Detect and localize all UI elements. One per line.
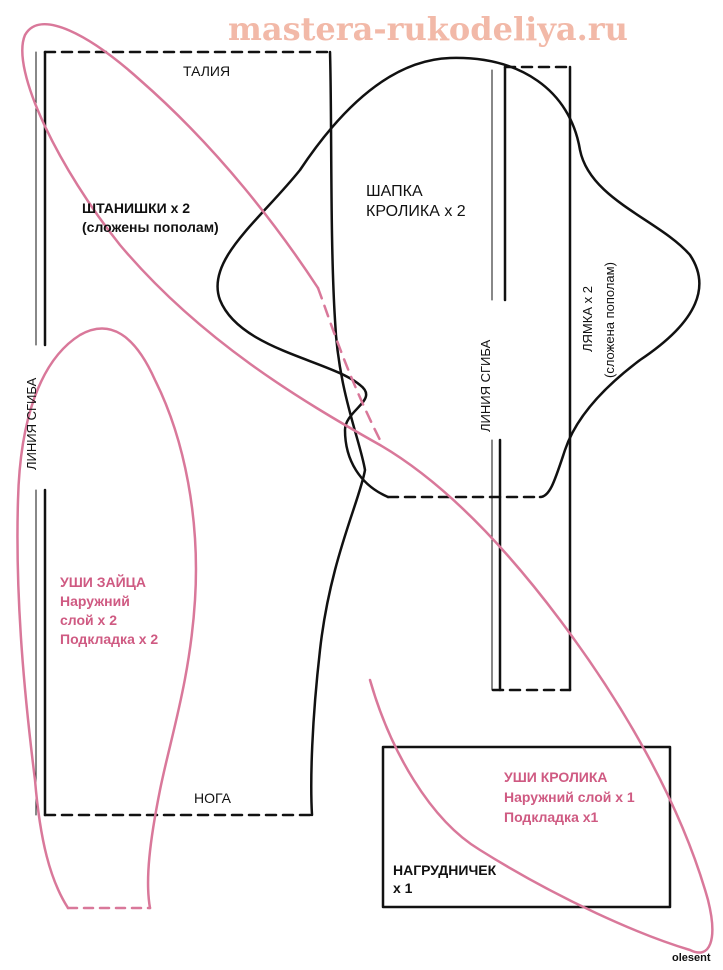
hare-ears-title: УШИ ЗАЙЦА	[60, 574, 147, 590]
hare-ears-line2: слой х 2	[60, 612, 118, 628]
pants-leg-label: НОГА	[194, 790, 231, 806]
pants-waist-label: ТАЛИЯ	[183, 63, 231, 79]
site-watermark: mastera-rukodeliya.ru	[228, 10, 628, 48]
bib-title: НАГРУДНИЧЕК	[393, 862, 497, 878]
bib-count: х 1	[393, 880, 413, 896]
hare-ears-line3: Подкладка х 2	[60, 631, 159, 647]
pants-title: ШТАНИШКИ х 2	[82, 200, 191, 216]
hat-title-line1: ШАПКА	[366, 183, 423, 200]
rabbit-ears-line2: Подкладка х1	[504, 809, 599, 825]
pants-note: (сложены пополам)	[82, 219, 219, 235]
hat-title-line2: КРОЛИКА х 2	[366, 203, 466, 220]
hat-outline	[216, 56, 701, 499]
rabbit-ear-dashed-segment	[316, 286, 382, 442]
hare-ear-outline	[16, 327, 198, 910]
author-credit: olesent	[672, 952, 711, 964]
rabbit-ears-title: УШИ КРОЛИКА	[504, 769, 608, 785]
pants-fold-line-label: ЛИНИЯ СГИБА	[24, 377, 39, 470]
strap-note: (сложена пополам)	[602, 262, 617, 378]
strap-title: ЛЯМКА х 2	[580, 286, 595, 352]
rabbit-ear-outline	[21, 23, 714, 954]
hare-ears-line1: Наружний	[60, 593, 130, 609]
pants-side-seam	[310, 50, 367, 817]
rabbit-ears-line1: Наружний слой х 1	[504, 789, 635, 805]
hat-fold-line-label: ЛИНИЯ СГИБА	[478, 339, 493, 432]
bib-rectangle	[381, 745, 672, 909]
